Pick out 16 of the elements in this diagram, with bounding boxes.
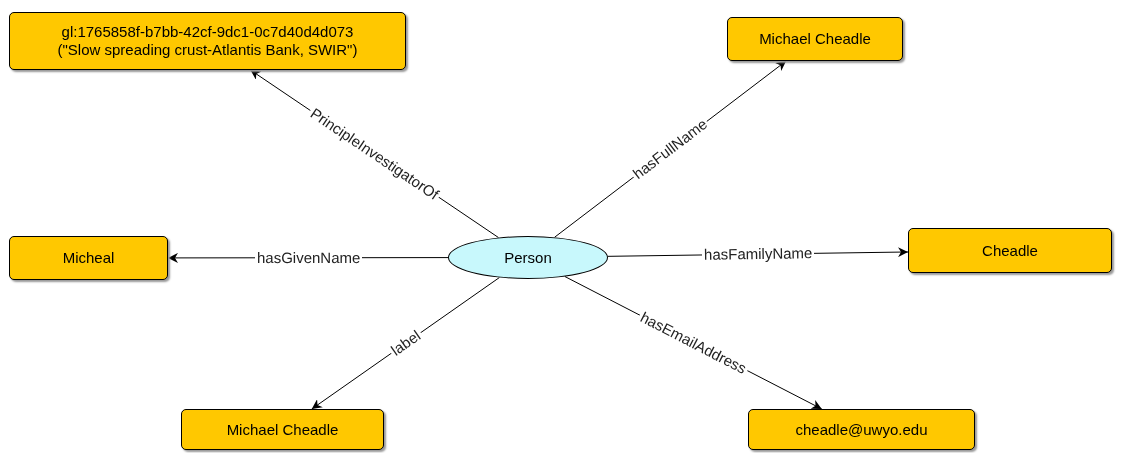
edge-label: hasFamilyName [701,245,815,263]
node-text: Person [504,248,552,267]
value-box [9,236,168,280]
value-box [748,409,975,450]
value-box [9,12,406,70]
node-text: Cheadle [982,241,1038,260]
edge-label: hasGivenName [254,249,362,266]
node-text: gl:1765858f-b7bb-42cf-9dc1-0c7d40d4d073 [61,23,354,41]
value-box [181,409,384,450]
value-box [727,17,903,61]
node-text: cheadle@uwyo.edu [795,420,928,439]
node-text: ("Slow spreading crust-Atlantis Bank, SWIR") [57,41,358,59]
node-text: Michael Cheadle [226,420,339,439]
node-text: Michael Cheadle [759,30,871,48]
node-text: Micheal [62,249,115,267]
value-box [908,228,1112,273]
